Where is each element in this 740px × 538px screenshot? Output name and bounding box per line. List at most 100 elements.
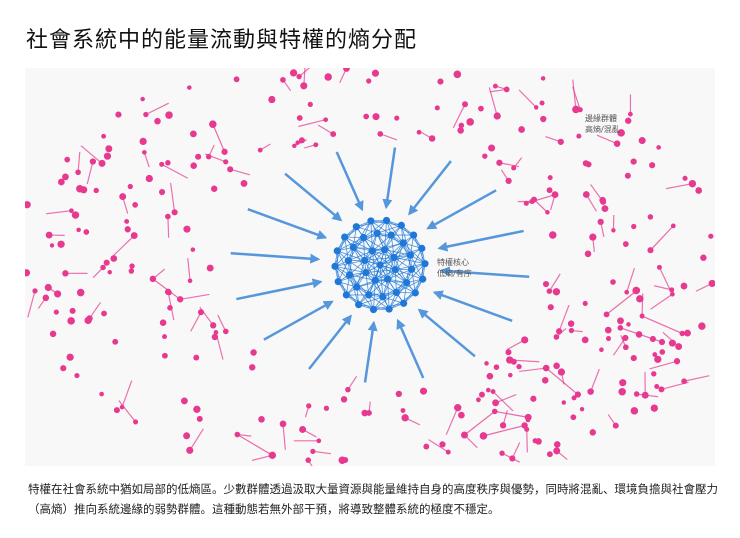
- periphery-node: [479, 432, 488, 440]
- core-link: [353, 246, 385, 251]
- periphery-node: [84, 316, 92, 325]
- periphery-node: [58, 178, 65, 186]
- core-link: [400, 225, 411, 256]
- core-link: [370, 220, 373, 251]
- core-link: [387, 279, 390, 310]
- periphery-node: [649, 335, 657, 343]
- periphery-link: [298, 119, 326, 128]
- periphery-node: [496, 159, 503, 166]
- core-node: [371, 276, 379, 284]
- core-node: [365, 291, 373, 299]
- periphery-node: [124, 226, 131, 233]
- periphery-node: [524, 426, 530, 432]
- core-node: [409, 231, 418, 239]
- periphery-node: [105, 145, 113, 153]
- periphery-node: [479, 391, 485, 398]
- periphery-node: [307, 101, 313, 107]
- core-link: [349, 274, 360, 305]
- periphery-link: [452, 103, 466, 129]
- periphery-node: [268, 451, 277, 459]
- core-node: [385, 305, 393, 313]
- periphery-link: [545, 367, 579, 395]
- periphery-node: [193, 405, 201, 413]
- periphery-node: [493, 112, 501, 120]
- core-node: [379, 293, 387, 301]
- core-link: [356, 278, 388, 288]
- core-link: [372, 242, 404, 252]
- periphery-node: [395, 390, 402, 398]
- periphery-node: [525, 417, 531, 423]
- periphery-node: [394, 115, 400, 121]
- core-link: [382, 269, 396, 298]
- inflow-arrow: [335, 151, 364, 212]
- periphery-node: [98, 159, 106, 167]
- periphery-link: [606, 289, 638, 315]
- periphery-node: [482, 153, 488, 159]
- core-label: 特權核心 低熵/有序: [437, 257, 472, 279]
- periphery-node: [195, 153, 202, 160]
- periphery-node: [656, 145, 661, 150]
- periphery-node: [612, 422, 619, 429]
- periphery-node: [69, 208, 74, 214]
- periphery-node: [99, 391, 104, 397]
- periphery-node: [119, 193, 127, 201]
- periphery-link: [212, 123, 226, 153]
- periphery-node: [101, 310, 107, 317]
- periphery-node: [681, 378, 687, 385]
- periphery-node: [630, 407, 639, 415]
- periphery-node: [581, 336, 589, 344]
- periphery-node: [45, 231, 53, 239]
- periphery-link: [533, 199, 548, 213]
- periphery-node: [205, 153, 212, 160]
- core-link: [365, 272, 384, 298]
- periphery-node: [568, 327, 575, 334]
- periphery-node: [557, 138, 564, 145]
- periphery-link: [499, 162, 520, 168]
- periphery-node: [626, 322, 631, 327]
- periphery-link: [180, 293, 210, 300]
- periphery-node: [688, 179, 697, 188]
- core-link: [364, 232, 378, 261]
- periphery-node: [516, 363, 522, 370]
- periphery-node: [532, 438, 538, 444]
- periphery-link: [86, 161, 94, 185]
- core-link: [387, 257, 395, 280]
- inflow-arrow: [284, 172, 343, 222]
- periphery-node: [656, 264, 662, 270]
- periphery-node: [628, 111, 633, 117]
- periphery-node: [296, 73, 302, 80]
- periphery-node: [492, 399, 500, 407]
- periphery-node: [190, 162, 197, 169]
- periphery-link: [488, 87, 498, 117]
- periphery-link: [596, 134, 618, 145]
- periphery-node: [162, 334, 167, 340]
- periphery-node: [119, 404, 125, 410]
- periphery-node: [576, 133, 582, 139]
- periphery-node: [338, 456, 346, 464]
- periphery-link: [518, 89, 537, 108]
- periphery-link: [230, 168, 251, 176]
- periphery-node: [639, 313, 645, 319]
- core-node: [367, 217, 375, 225]
- periphery-node: [454, 403, 462, 412]
- periphery-node: [571, 395, 577, 401]
- core-node: [344, 257, 352, 265]
- periphery-link: [658, 267, 672, 292]
- periphery-node: [323, 117, 329, 123]
- periphery-node: [695, 187, 702, 194]
- periphery-node: [171, 209, 178, 216]
- periphery-node: [485, 387, 491, 393]
- periphery-node: [305, 457, 312, 463]
- periphery-node: [542, 364, 550, 372]
- periphery-node: [518, 126, 525, 133]
- periphery-node: [622, 241, 629, 247]
- periphery-node: [530, 395, 537, 402]
- inflow-arrow: [247, 208, 328, 240]
- periphery-node: [299, 425, 307, 433]
- core-node: [362, 268, 370, 277]
- periphery-link: [626, 268, 635, 293]
- periphery-node: [165, 213, 171, 220]
- periphery-node: [103, 152, 112, 160]
- periphery-node: [698, 322, 706, 330]
- periphery-node: [553, 334, 560, 340]
